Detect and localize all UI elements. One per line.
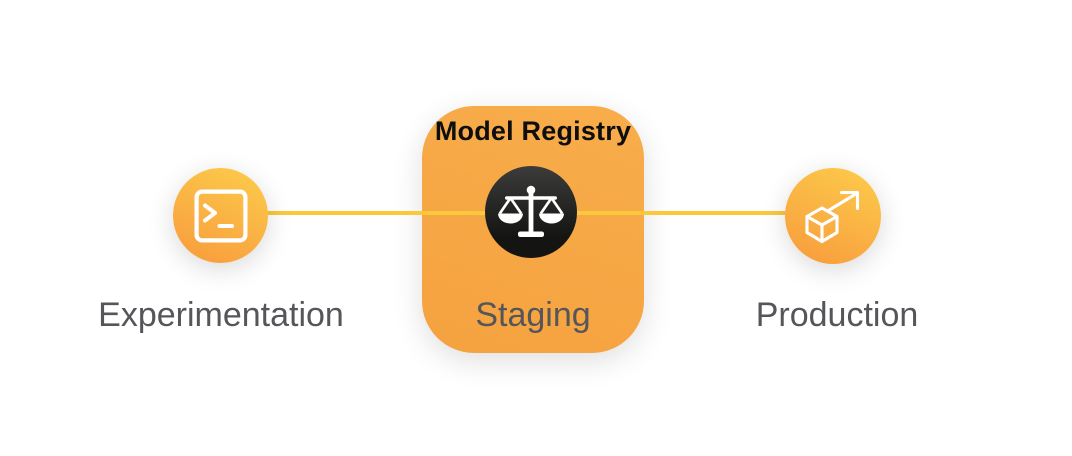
registry-node [485, 166, 577, 258]
production-node [785, 168, 881, 264]
staging-label: Staging [475, 296, 591, 334]
experimentation-label: Experimentation [98, 296, 344, 334]
model-registry-title: Model Registry [434, 116, 632, 146]
terminal-icon [193, 188, 247, 242]
balance-scale-icon [498, 185, 564, 237]
experimentation-node [173, 168, 268, 263]
cube-deploy-icon [805, 190, 860, 243]
production-label: Production [755, 296, 919, 334]
